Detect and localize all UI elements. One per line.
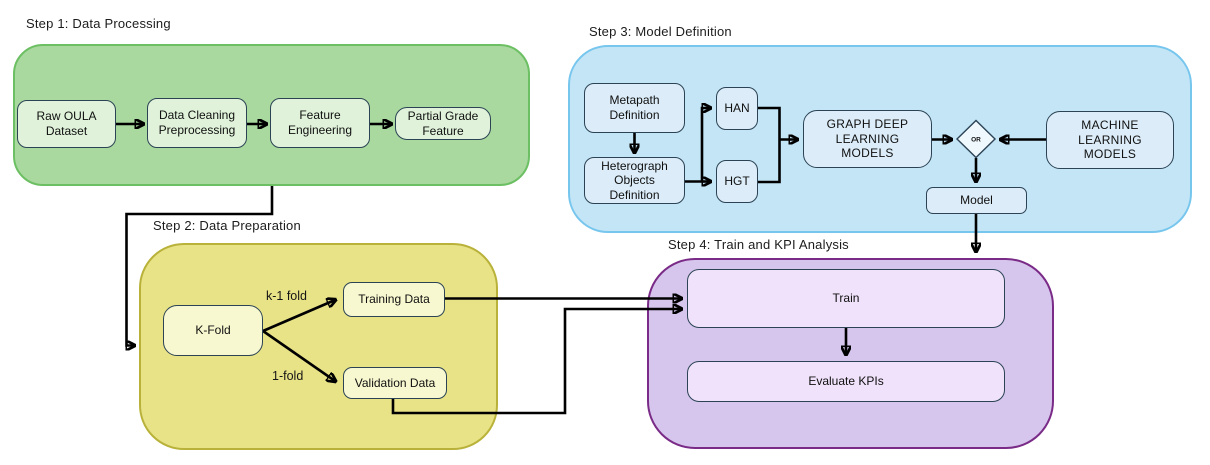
node-machine-learning-models: MACHINE LEARNING MODELS: [1046, 111, 1174, 169]
node-heterograph-objects-definition: Heterograph Objects Definition: [584, 157, 685, 204]
node-model: Model: [926, 187, 1027, 214]
node-training-data: Training Data: [343, 282, 445, 317]
edge-label-k-minus-1-fold: k-1 fold: [266, 289, 307, 303]
node-feature-engineering: Feature Engineering: [270, 98, 370, 148]
node-k-fold: K-Fold: [163, 305, 263, 356]
node-graph-deep-learning-models: GRAPH DEEP LEARNING MODELS: [803, 110, 932, 168]
node-validation-data: Validation Data: [343, 367, 447, 399]
step1-title: Step 1: Data Processing: [26, 16, 171, 31]
edge-label-1-fold: 1-fold: [272, 369, 304, 383]
node-partial-grade-feature: Partial Grade Feature: [395, 107, 491, 140]
node-evaluate-kpis: Evaluate KPIs: [687, 361, 1005, 402]
node-data-cleaning-preprocessing: Data Cleaning Preprocessing: [147, 98, 247, 148]
node-han: HAN: [716, 87, 758, 130]
step2-title: Step 2: Data Preparation: [153, 218, 301, 233]
node-hgt: HGT: [716, 160, 758, 203]
node-raw-oula-dataset: Raw OULA Dataset: [17, 100, 116, 148]
step3-title: Step 3: Model Definition: [589, 24, 732, 39]
step4-title: Step 4: Train and KPI Analysis: [668, 237, 849, 252]
node-train: Train: [687, 269, 1005, 328]
node-metapath-definition: Metapath Definition: [584, 83, 685, 133]
